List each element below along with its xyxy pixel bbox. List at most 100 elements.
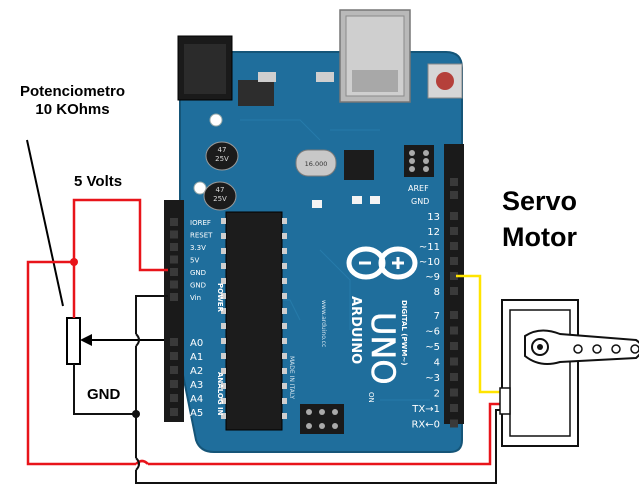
wire-gnd <box>73 295 505 484</box>
analog-section-label: ANALOG IN <box>216 372 224 416</box>
board-website: www.arduino.cc <box>320 300 327 347</box>
header-hole <box>450 227 458 235</box>
chip-pin <box>221 368 226 374</box>
icsp-header-bottom <box>300 404 344 434</box>
chip-pin <box>221 353 226 359</box>
servo-label: Servo Motor <box>502 183 577 255</box>
chip-pin <box>221 293 226 299</box>
header-hole <box>450 388 458 397</box>
chip-pin <box>282 323 287 329</box>
digital-pin-label: ~9 <box>425 272 440 283</box>
power-analog-header <box>164 200 184 422</box>
analog-pin-label: A0 <box>190 338 203 349</box>
chip-pin <box>221 278 226 284</box>
header-hole <box>170 255 178 264</box>
power-pin-label: GND <box>190 282 206 290</box>
digital-pin-label: ~6 <box>425 327 440 338</box>
digital-pin-label: 2 <box>434 389 440 400</box>
chip-pin <box>282 218 287 224</box>
power-pin-label: IOREF <box>190 219 211 227</box>
led <box>352 196 362 204</box>
header-hole <box>450 311 458 319</box>
capacitor-label: 25V <box>213 195 227 203</box>
potentiometer <box>26 139 164 365</box>
digital-pin-label: TX→1 <box>411 404 440 415</box>
digital-pin-label: 12 <box>427 227 440 238</box>
digital-pin-label: ~10 <box>419 257 440 268</box>
digital-pin-label: 13 <box>427 212 440 223</box>
potentiometer-value: 10 KOhms <box>35 101 110 118</box>
chip-pin <box>282 293 287 299</box>
chip-pin <box>282 398 287 404</box>
chip-pin <box>282 308 287 314</box>
power-pin-label: Vin <box>190 294 201 302</box>
header-hole <box>170 338 178 346</box>
usb-chip <box>344 150 374 180</box>
analog-pin-label: A1 <box>190 352 203 363</box>
chip-pin <box>221 413 226 419</box>
capacitor: 47 25V <box>203 181 237 211</box>
chip-pin <box>282 263 287 269</box>
power-pin-label: 5V <box>190 257 199 265</box>
wire-5v <box>26 198 505 466</box>
header-hole <box>170 366 178 374</box>
servo-label-line2: Motor <box>502 222 577 252</box>
chip-pin <box>282 383 287 389</box>
junction-gnd <box>132 410 140 418</box>
chip-pin <box>282 278 287 284</box>
arduino-logo <box>346 246 418 280</box>
wire-signal <box>456 274 505 394</box>
power-section-label: POWER <box>216 283 224 313</box>
header-hole <box>170 268 178 276</box>
digital-gnd-label: GND <box>411 197 429 206</box>
potentiometer-label: Potenciometro 10 KOhms <box>5 83 140 119</box>
chip-pin <box>282 353 287 359</box>
capacitor-label: 25V <box>215 155 229 163</box>
header-hole <box>170 380 178 388</box>
digital-section-label: DIGITAL (PWM~) <box>400 300 408 365</box>
header-hole <box>450 257 458 265</box>
chip-pin <box>221 383 226 389</box>
header-hole <box>170 394 178 402</box>
chip-pin <box>282 368 287 374</box>
supply-label: 5 Volts <box>74 173 123 190</box>
potentiometer-pointer <box>26 139 64 307</box>
chip-pin <box>221 218 226 224</box>
digital-pin-label: RX←0 <box>411 420 440 431</box>
digital-pin-label: ~3 <box>425 373 440 384</box>
analog-pin-label: A2 <box>190 366 203 377</box>
mounting-hole <box>209 113 223 127</box>
reset-button-part <box>427 63 463 99</box>
analog-pin-label: A5 <box>190 408 203 419</box>
header-hole <box>450 342 458 350</box>
capacitor: 47 25V <box>205 141 239 171</box>
chip-pin <box>221 338 226 344</box>
header-hole <box>170 243 178 251</box>
header-hole <box>450 404 458 412</box>
digital-pin-label: 8 <box>434 287 440 298</box>
header-hole <box>170 230 178 239</box>
header-hole <box>450 287 458 295</box>
smd-part <box>258 72 276 82</box>
header-hole <box>450 242 458 250</box>
servo-label-line1: Servo <box>502 186 578 216</box>
header-hole <box>170 408 178 416</box>
header-hole <box>450 357 458 366</box>
capacitor-label: 47 <box>216 186 225 194</box>
analog-pin-label: A4 <box>190 394 203 405</box>
usb-connector <box>339 9 411 103</box>
smd-part <box>316 72 334 82</box>
mounting-hole <box>193 181 207 195</box>
power-pin-label: GND <box>190 269 206 277</box>
board-name: ARDUINO <box>348 296 363 364</box>
analog-pin-label: A3 <box>190 380 203 391</box>
aref-label: AREF <box>408 184 429 193</box>
chip-pin <box>221 323 226 329</box>
digital-pin-label: 4 <box>434 358 440 369</box>
digital-header <box>444 144 464 428</box>
header-hole <box>450 178 458 186</box>
